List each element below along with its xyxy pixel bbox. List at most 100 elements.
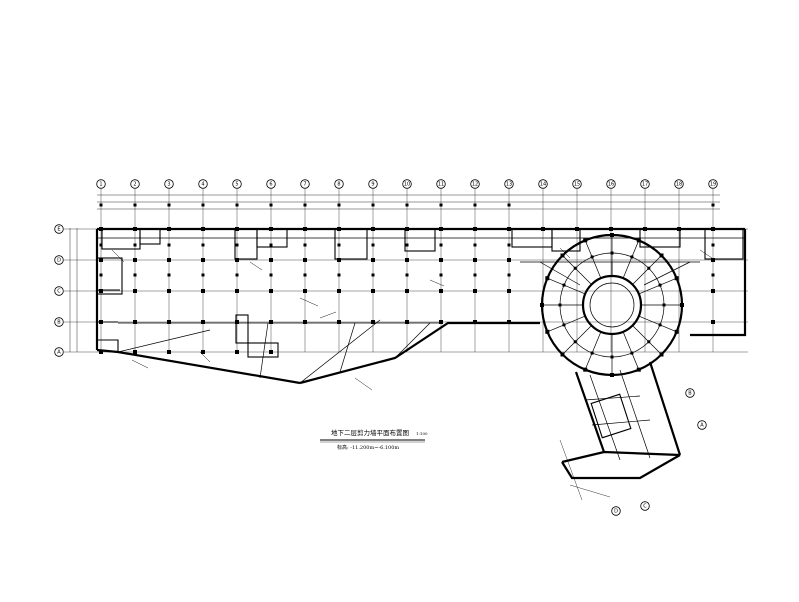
- axis-label: 5: [235, 181, 238, 187]
- axis-bubble: [436, 179, 446, 189]
- column: [337, 273, 341, 277]
- axis-bubble: [606, 179, 616, 189]
- column: [473, 243, 477, 247]
- column: [371, 258, 375, 262]
- axis-label: 10: [404, 181, 410, 187]
- column: [99, 258, 103, 262]
- axis-bubble: [54, 286, 64, 296]
- drawing-scale: 1:100: [416, 431, 428, 436]
- column: [167, 243, 171, 247]
- axis-bubble: [232, 179, 242, 189]
- column: [303, 243, 307, 247]
- column: [337, 289, 341, 293]
- radial-beam: [622, 240, 640, 279]
- column: [303, 203, 307, 207]
- axis-bubble: [334, 179, 344, 189]
- column: [507, 243, 511, 247]
- column: [473, 273, 477, 277]
- radial-beam: [547, 277, 586, 295]
- column: [99, 203, 103, 207]
- radial-beam: [584, 331, 602, 370]
- column: [133, 350, 137, 354]
- column: [235, 273, 239, 277]
- column: [269, 350, 273, 354]
- core-rooms: [96, 228, 744, 358]
- column: [167, 350, 171, 354]
- column: [235, 289, 239, 293]
- column: [337, 243, 341, 247]
- column: [133, 258, 137, 262]
- axis-bubble: [611, 506, 621, 516]
- axis-label: A: [700, 422, 704, 428]
- column: [133, 203, 137, 207]
- axis-label: 11: [438, 181, 444, 187]
- column: [269, 243, 273, 247]
- radial-beam: [562, 325, 592, 355]
- annotation-leaders: [111, 247, 713, 391]
- column: [201, 350, 205, 354]
- axis-label: 15: [574, 181, 580, 187]
- column: [371, 289, 375, 293]
- axis-label: 18: [676, 181, 682, 187]
- axis-label: C: [643, 503, 647, 509]
- column: [473, 258, 477, 262]
- axis-label: 3: [167, 181, 170, 187]
- column: [235, 258, 239, 262]
- axis-bubble: [130, 179, 140, 189]
- column: [133, 320, 137, 324]
- drawing-title-block: 地下二层剪力墙平面布置图 1:100 标高: -11.200m~-6.100m: [320, 428, 428, 451]
- column: [99, 243, 103, 247]
- axis-bubble: [697, 420, 707, 430]
- axis-label: 7: [303, 181, 306, 187]
- axis-label: C: [57, 288, 61, 294]
- column: [235, 203, 239, 207]
- radial-beam: [547, 315, 586, 333]
- column: [167, 203, 171, 207]
- axis-bubble: [266, 179, 276, 189]
- column: [99, 350, 103, 354]
- column: [711, 273, 715, 277]
- axis-bubble: [708, 179, 718, 189]
- axis-label: 13: [506, 181, 512, 187]
- column: [711, 258, 715, 262]
- column: [269, 203, 273, 207]
- structural-grid: [64, 189, 748, 353]
- column: [439, 203, 443, 207]
- column: [201, 273, 205, 277]
- column: [167, 320, 171, 324]
- axis-label: 8: [337, 181, 340, 187]
- axis-label: 1: [99, 181, 102, 187]
- axis-label: 16: [608, 181, 614, 187]
- axis-label: E: [57, 226, 60, 232]
- column: [235, 350, 239, 354]
- column: [711, 320, 715, 324]
- column: [405, 289, 409, 293]
- column: [405, 203, 409, 207]
- column: [371, 320, 375, 324]
- column: [167, 258, 171, 262]
- column: [235, 243, 239, 247]
- axis-bubble: [198, 179, 208, 189]
- radial-beam: [622, 331, 640, 370]
- radial-beam: [638, 315, 677, 333]
- column: [337, 203, 341, 207]
- diagonal-wing: [559, 361, 682, 501]
- main-block-outline: [95, 227, 747, 385]
- axis-bubble: [685, 388, 695, 398]
- column: [167, 289, 171, 293]
- column: [133, 273, 137, 277]
- axis-label: D: [57, 257, 61, 263]
- column: [337, 320, 341, 324]
- column: [269, 258, 273, 262]
- circular-core: [540, 233, 684, 377]
- column: [439, 273, 443, 277]
- column: [439, 289, 443, 293]
- axis-bubble: [54, 347, 64, 357]
- column: [269, 320, 273, 324]
- column: [337, 258, 341, 262]
- axis-label: 17: [642, 181, 648, 187]
- axis-bubble: [54, 255, 64, 265]
- column: [507, 289, 511, 293]
- axis-bubble: [640, 501, 650, 511]
